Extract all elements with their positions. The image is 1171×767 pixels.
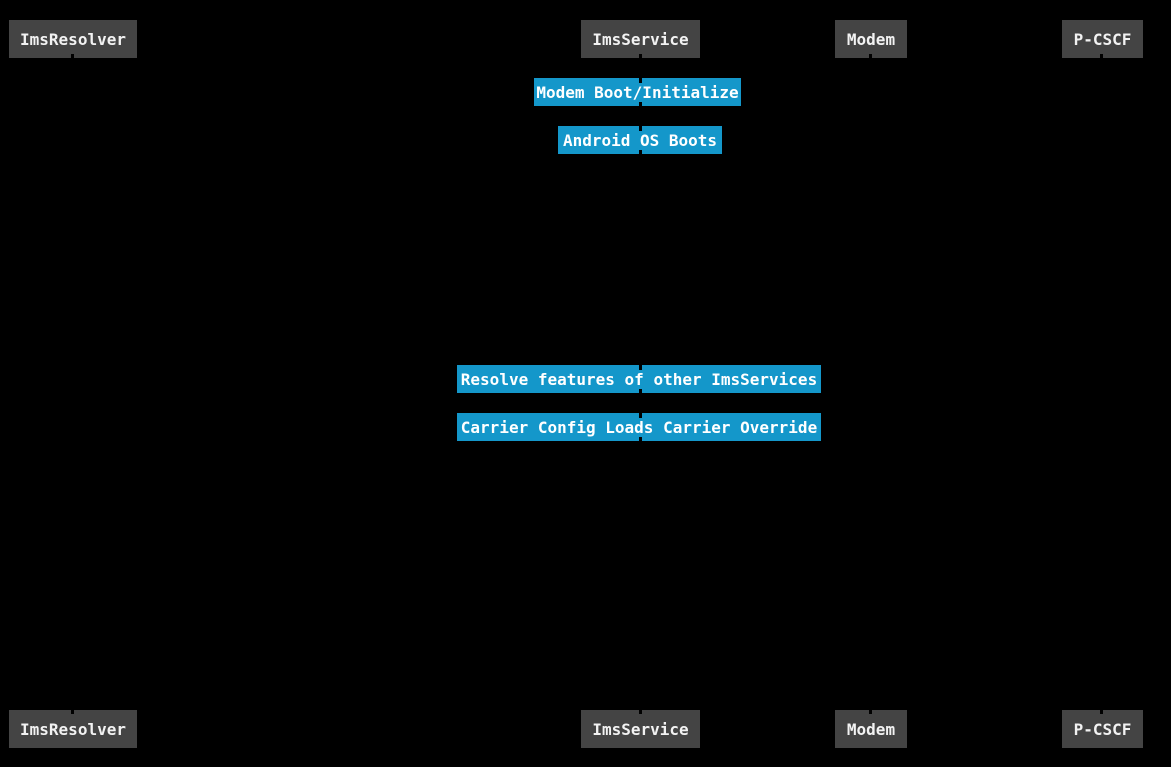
note-carrier-config-loads: Carrier Config Loads Carrier Override: [457, 413, 821, 441]
actor-imsresolver-bottom: ImsResolver: [9, 710, 137, 748]
actor-imsservice-bottom: ImsService: [581, 710, 700, 748]
lifeline-pcscf: [1101, 58, 1103, 710]
lifeline-tick: [639, 437, 642, 446]
lifeline-tick: [71, 705, 74, 714]
lifeline-tick: [639, 54, 642, 63]
note-android-os-boots: Android OS Boots: [558, 126, 722, 154]
actor-label: P-CSCF: [1073, 719, 1132, 739]
lifeline-imsresolver: [72, 58, 74, 710]
lifeline-tick: [639, 705, 642, 714]
actor-label: ImsResolver: [20, 29, 126, 49]
lifeline-tick: [639, 150, 642, 159]
note-label: Carrier Config Loads Carrier Override: [460, 417, 818, 437]
actor-pcscf-top: P-CSCF: [1062, 20, 1143, 58]
lifeline-tick: [869, 705, 872, 714]
actor-pcscf-bottom: P-CSCF: [1062, 710, 1143, 748]
lifeline-tick: [639, 102, 642, 111]
lifeline-tick: [1100, 54, 1103, 63]
actor-modem-bottom: Modem: [835, 710, 907, 748]
actor-label: P-CSCF: [1073, 29, 1132, 49]
actor-label: ImsResolver: [20, 719, 126, 739]
lifeline-tick: [1100, 705, 1103, 714]
lifeline-tick: [71, 54, 74, 63]
note-label: Android OS Boots: [562, 130, 718, 150]
note-label: Modem Boot/Initialize: [536, 82, 739, 102]
lifeline-tick: [639, 74, 642, 83]
lifeline-modem: [870, 58, 872, 710]
actor-imsresolver-top: ImsResolver: [9, 20, 137, 58]
note-label: Resolve features of other ImsServices: [460, 369, 818, 389]
actor-label: ImsService: [592, 29, 689, 49]
lifeline-tick: [639, 122, 642, 131]
actor-label: ImsService: [592, 719, 689, 739]
note-modem-boot-initialize: Modem Boot/Initialize: [534, 78, 741, 106]
lifeline-tick: [639, 389, 642, 398]
actor-label: Modem: [846, 719, 896, 739]
actor-imsservice-top: ImsService: [581, 20, 700, 58]
actor-modem-top: Modem: [835, 20, 907, 58]
lifeline-tick: [639, 409, 642, 418]
actor-label: Modem: [846, 29, 896, 49]
lifeline-tick: [869, 54, 872, 63]
lifeline-tick: [639, 361, 642, 370]
